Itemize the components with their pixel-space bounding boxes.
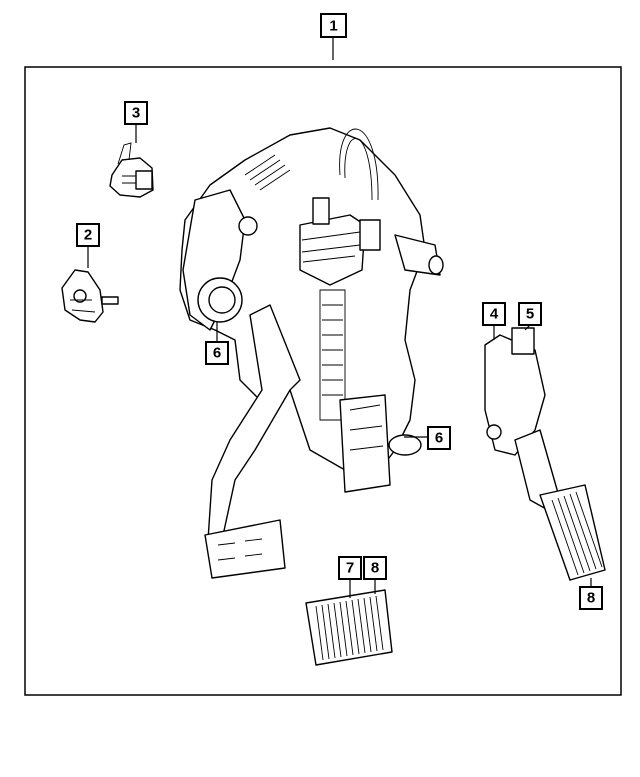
- svg-text:1: 1: [329, 18, 337, 35]
- svg-text:4: 4: [490, 306, 499, 323]
- callout-1: 1: [320, 13, 347, 38]
- svg-text:5: 5: [526, 306, 534, 323]
- svg-text:2: 2: [84, 227, 92, 244]
- part-brake-pedal-arm: [204, 304, 301, 579]
- part-3-switch: [109, 142, 154, 198]
- part-accelerator-pedal: [484, 327, 606, 581]
- part-2-bracket: [61, 269, 119, 323]
- callout-8-right: 8: [579, 586, 603, 610]
- callout-5: 5: [518, 302, 542, 326]
- svg-text:8: 8: [587, 590, 595, 607]
- diagram-frame: [24, 66, 622, 696]
- callout-4: 4: [482, 302, 506, 326]
- callout-8-center: 8: [363, 556, 387, 580]
- callout-2: 2: [76, 223, 100, 247]
- callout-7: 7: [338, 556, 362, 580]
- svg-text:7: 7: [346, 560, 354, 577]
- callout-6-right: 6: [427, 426, 451, 450]
- svg-text:6: 6: [435, 430, 443, 447]
- part-pedal-pad: [305, 589, 393, 666]
- svg-text:8: 8: [371, 560, 379, 577]
- callout-6-left: 6: [205, 341, 229, 365]
- svg-text:6: 6: [213, 345, 221, 362]
- part-pedal-bracket: [179, 127, 444, 493]
- svg-text:3: 3: [132, 105, 140, 122]
- callout-3: 3: [124, 101, 148, 125]
